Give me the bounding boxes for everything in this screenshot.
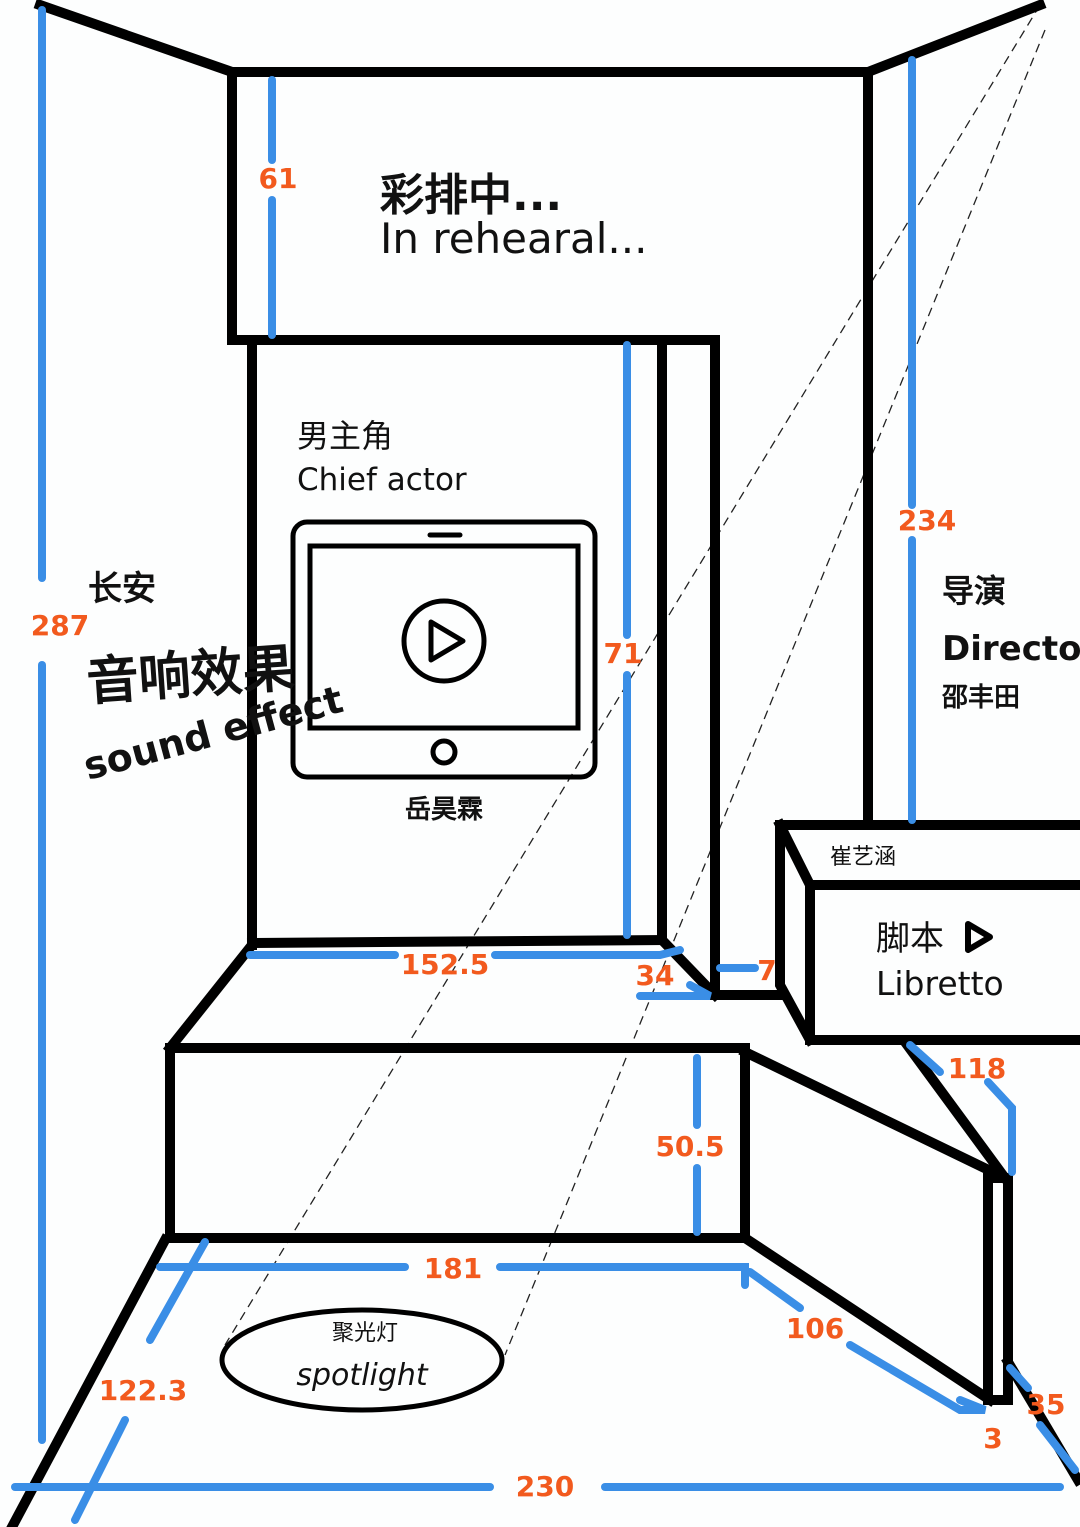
director-label-zh: 导演 — [942, 572, 1006, 610]
dim-71: 71 — [604, 637, 643, 670]
actor-label-zh: 男主角 — [297, 417, 393, 455]
dim-152-5: 152.5 — [401, 948, 490, 981]
dimension-lines — [11, 6, 1079, 1524]
dim-34: 34 — [636, 959, 675, 992]
dim-118: 118 — [948, 1052, 1006, 1085]
dim-50-5: 50.5 — [655, 1130, 724, 1163]
dim-181: 181 — [424, 1252, 482, 1285]
libretto-label-zh: 脚本 — [876, 919, 944, 959]
dim-230: 230 — [516, 1470, 574, 1503]
spotlight-label-zh: 聚光灯 — [332, 1321, 398, 1346]
sound-label-zh: 音响效果 — [85, 639, 297, 713]
libretto-name: 崔艺涵 — [830, 845, 896, 870]
libretto-label-en: Libretto — [876, 964, 1004, 1003]
actor-label-en: Chief actor — [297, 462, 467, 498]
spotlight-ellipse — [219, 1307, 505, 1413]
dim-122-3: 122.3 — [99, 1374, 188, 1407]
spotlight-label-en: spotlight — [296, 1358, 429, 1393]
perspective-dashed-lines — [224, 4, 1046, 1356]
header-title-en: In rehearal... — [380, 214, 647, 263]
dim-287: 287 — [31, 609, 89, 642]
director-label-en: Director — [942, 629, 1080, 669]
dim-7: 7 — [757, 954, 776, 987]
header-title-zh: 彩排中... — [380, 170, 562, 221]
stage-outline — [6, 0, 1080, 1527]
sound-name: 长安 — [88, 569, 156, 609]
dimension-labels: 61 287 71 234 152.5 34 7 50.5 181 106 11… — [31, 162, 1066, 1503]
dim-106: 106 — [786, 1312, 844, 1345]
dim-61: 61 — [259, 162, 298, 195]
actor-name: 岳昊霖 — [405, 795, 483, 825]
dim-35: 35 — [1027, 1388, 1066, 1421]
play-triangle-icon[interactable] — [965, 921, 993, 953]
dim-3: 3 — [983, 1422, 1002, 1455]
tablet-play-icon[interactable] — [290, 519, 598, 780]
dim-234: 234 — [898, 504, 956, 537]
director-name: 邵丰田 — [941, 683, 1020, 713]
